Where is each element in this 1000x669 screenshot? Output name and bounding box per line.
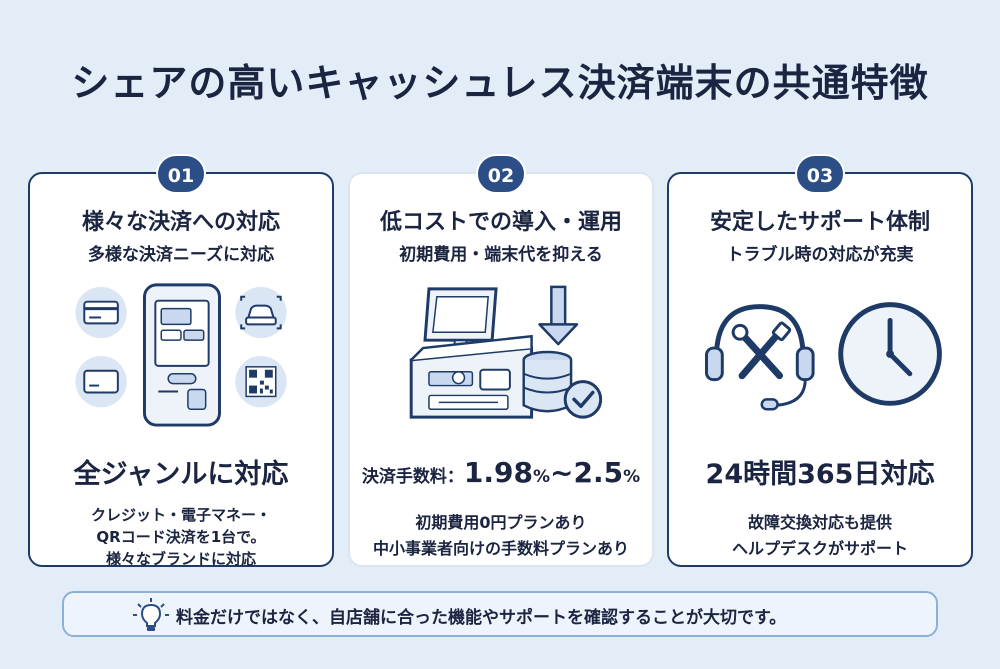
fee-unit: %	[532, 467, 550, 487]
fee-unit: %	[623, 467, 641, 487]
feature-card-support: 03 安定したサポート体制 トラブル時の対応が充実 24時間365日対応 故障交…	[667, 154, 973, 567]
qr-code-icon	[235, 355, 287, 408]
fee-rate: 決済手数料：1.98%~2.5%	[350, 456, 652, 489]
tip-banner: 料金だけではなく、自店舗に合った機能やサポートを確認することが大切です。	[62, 591, 938, 637]
credit-card-icon	[75, 286, 127, 339]
coin-stack-icon	[522, 350, 573, 413]
card-heading: 様々な決済への対応	[81, 210, 280, 235]
card-subheading: 多様な決済ニーズに対応	[87, 245, 275, 265]
down-arrow-icon	[538, 285, 579, 346]
headset-tools-icon	[705, 304, 815, 411]
fee-low: 1.98	[463, 456, 533, 489]
pos-terminal-icon	[409, 287, 534, 419]
car-icon	[235, 286, 287, 339]
feature-card-cost: 02 低コストでの導入・運用 初期費用・端末代を抑える	[348, 154, 654, 567]
card-description: クレジット・電子マネー・ QRコード決済を1台で。 様々なブランドに対応	[90, 506, 271, 568]
fee-label: 決済手数料：	[361, 467, 464, 487]
card-subheading: トラブル時の対応が充実	[726, 245, 914, 265]
lightbulb-icon	[133, 598, 169, 631]
card-number-badge: 03	[795, 154, 845, 194]
card-highlight: 24時間365日対応	[705, 459, 935, 490]
card-highlight: 全ジャンルに対応	[73, 459, 289, 490]
card-number-badge: 01	[156, 154, 206, 194]
tip-text: 料金だけではなく、自店舗に合った機能やサポートを確認することが大切です。	[176, 608, 787, 628]
card-subheading: 初期費用・端末代を抑える	[399, 245, 603, 265]
cost-illustration	[409, 285, 603, 419]
clock-icon	[838, 302, 942, 406]
fee-separator: ~	[550, 456, 574, 489]
card-number-badge: 02	[476, 154, 526, 194]
card-description: 初期費用0円プランあり 中小事業者向けの手数料プランあり	[372, 513, 629, 558]
page-title: シェアの高いキャッシュレス決済端末の共通特徴	[71, 61, 929, 105]
support-illustration	[705, 302, 942, 411]
feature-card-payments: 01 様々な決済への対応 多様な決済ニーズに対応	[28, 154, 334, 568]
smartphone-icon	[143, 283, 221, 427]
card-heading: 安定したサポート体制	[709, 210, 930, 235]
card-heading: 低コストでの導入・運用	[379, 210, 622, 235]
card-description: 故障交換対応も提供 ヘルプデスクがサポート	[731, 513, 908, 558]
fee-high: 2.5	[573, 456, 624, 489]
check-icon	[563, 380, 603, 419]
card-icon	[75, 355, 127, 408]
payments-illustration	[75, 283, 287, 427]
